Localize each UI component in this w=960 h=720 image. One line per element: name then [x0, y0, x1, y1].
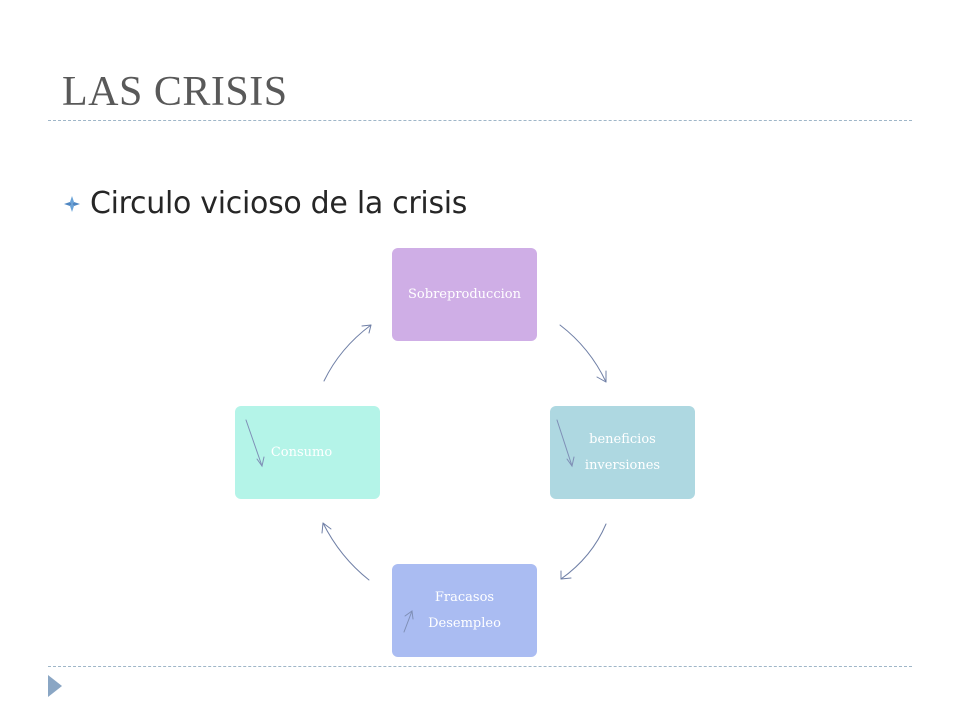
node-label: Sobreproduccion: [408, 286, 521, 302]
arrow-right-to-bottom-head: [560, 570, 572, 580]
bullet-item: Circulo vicioso de la crisis: [62, 186, 467, 221]
arrow-left-to-top: [323, 324, 372, 382]
node-label: Fracasos: [434, 589, 495, 605]
bullet-text: Circulo vicioso de la crisis: [90, 186, 468, 221]
node-label: Desempleo: [428, 615, 501, 631]
node-consumo: Consumo: [235, 406, 380, 499]
node-fracasos-desempleo: Fracasos Desempleo: [392, 564, 537, 657]
node-sobreproduccion: Sobreproduccion: [392, 248, 537, 341]
play-triangle-icon[interactable]: [48, 675, 62, 697]
title-divider: [48, 120, 912, 121]
arrow-bottom-to-left: [322, 522, 370, 581]
footer-divider: [48, 666, 912, 667]
node-beneficios-inversiones: beneficios inversiones: [550, 406, 695, 499]
node-label: beneficios: [589, 431, 656, 447]
arrow-top-to-right-head: [596, 370, 607, 383]
arrow-left-to-top-head: [361, 324, 372, 334]
node-label: Consumo: [270, 444, 333, 460]
node-label: inversiones: [584, 457, 661, 473]
arrow-top-to-right: [559, 324, 607, 383]
diamond-bullet-icon: [64, 195, 80, 212]
arrow-right-to-bottom: [560, 523, 607, 580]
arrow-bottom-to-left-head: [321, 522, 332, 534]
slide-title: LAS CRISIS: [62, 69, 288, 115]
